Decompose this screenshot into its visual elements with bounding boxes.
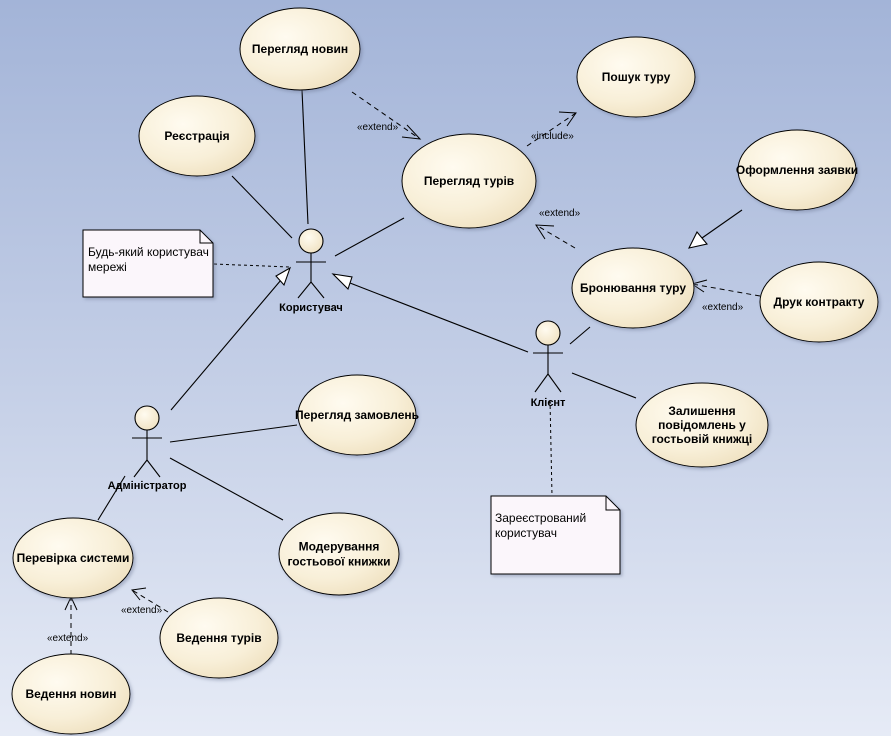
usecase-label: Бронювання туру [580,281,686,295]
note-link-any-user [213,263,291,268]
extend-news-tours [351,91,421,140]
note-any-user[interactable]: Будь-який користувач мережі [82,229,214,298]
association-client-booking [569,326,591,345]
usecase-label: Залишення [668,404,735,418]
actor-label-korystuvach: Користувач [279,302,343,314]
extend-tours-check [131,589,169,613]
usecase-label: Ведення турів [176,631,261,645]
note-any-user-line2: мережі [88,260,127,274]
include-tours-search [526,112,577,147]
usecase-label: Друк контракту [774,295,865,309]
label-include-search: «include» [531,131,574,142]
usecase-label: Ведення новин [25,687,116,701]
extend-tours-check-arrow [131,587,147,601]
actor-klient[interactable]: Клієнт [531,320,566,409]
actor-head [298,228,324,254]
note-registered[interactable]: Зареєстрований користувач [490,495,621,575]
extend-booking-tours-arrow [535,224,555,240]
association-admin-moderation [169,457,284,521]
usecase-perehlyad-novyn[interactable]: Перегляд новин [239,7,361,91]
use-cases: Перегляд новин Реєстрація Пошук туру Пер… [11,7,879,735]
usecase-label: Оформлення заявки [736,163,858,177]
actor-head [535,320,561,346]
extend-news-tours-arrow [401,124,422,140]
usecase-label: Реєстрація [164,129,229,143]
usecase-label: гостьової книжки [287,555,390,569]
note-registered-line1: Зареєстрований [495,511,586,525]
label-extend-news: «extend» [357,122,399,133]
association-user-news [301,89,309,225]
dependencies [64,91,761,655]
usecase-label: Перевірка системи [17,551,130,565]
usecase-vedennia-novyn[interactable]: Ведення новин [11,653,131,735]
usecase-label: Перегляд турів [424,174,514,188]
usecase-druk-kontraktu[interactable]: Друк контракту [759,261,879,343]
extend-print-booking [691,283,761,297]
usecase-label: гостьовій книжці [652,432,753,446]
note-link-registered [549,399,553,497]
generalization-order-booking [701,209,743,239]
actor-label-administrator: Адміністратор [108,480,187,492]
usecase-label: Пошук туру [602,70,671,84]
extend-booking-tours [535,224,576,249]
usecase-label: Перегляд новин [252,42,348,56]
generalization-admin-user [170,279,282,411]
label-extend-tours-check: «extend» [121,605,163,616]
usecase-perehlyad-turiv[interactable]: Перегляд турів [401,133,537,229]
association-client-guestbook [571,372,637,399]
usecase-reiestratsiia[interactable]: Реєстрація [138,95,256,177]
generalization-arrowhead-order [687,231,709,249]
usecase-poshuk-turu[interactable]: Пошук туру [576,36,696,118]
usecase-perevirka-systemy[interactable]: Перевірка системи [12,517,134,599]
actor-label-klient: Клієнт [531,397,566,409]
usecase-oformlennia-zaiavky[interactable]: Оформлення заявки [736,129,858,211]
association-user-registration [231,175,293,239]
note-registered-line2: користувач [495,526,557,540]
generalization-client-user [349,282,529,353]
usecase-perehlyad-zamovlen[interactable]: Перегляд замовлень [295,374,419,456]
label-extend-news-check: «extend» [47,633,89,644]
usecase-label: повідомлень у [658,418,746,432]
include-tours-search-arrow [558,111,577,127]
actor-administrator[interactable]: Адміністратор [108,405,187,492]
connectors [97,89,743,521]
actor-head [134,405,160,431]
label-extend-booking: «extend» [539,208,581,219]
label-extend-print: «extend» [702,302,744,313]
association-user-tours [334,217,405,257]
generalization-arrowhead-client [331,273,353,291]
generalization-arrowhead-admin [275,266,292,287]
actor-korystuvach[interactable]: Користувач [279,228,343,314]
usecase-label: Модерування [299,540,380,554]
usecase-label: Перегляд замовлень [295,408,419,422]
association-admin-check [97,475,126,521]
usecase-vedennia-turiv[interactable]: Ведення турів [159,597,279,679]
note-any-user-line1: Будь-який користувач [88,245,209,259]
association-admin-orders [169,424,298,443]
usecase-bronuvannia-turu[interactable]: Бронювання туру [571,247,695,329]
stereotype-labels: «extend» «include» «extend» «extend» «ex… [47,122,744,644]
